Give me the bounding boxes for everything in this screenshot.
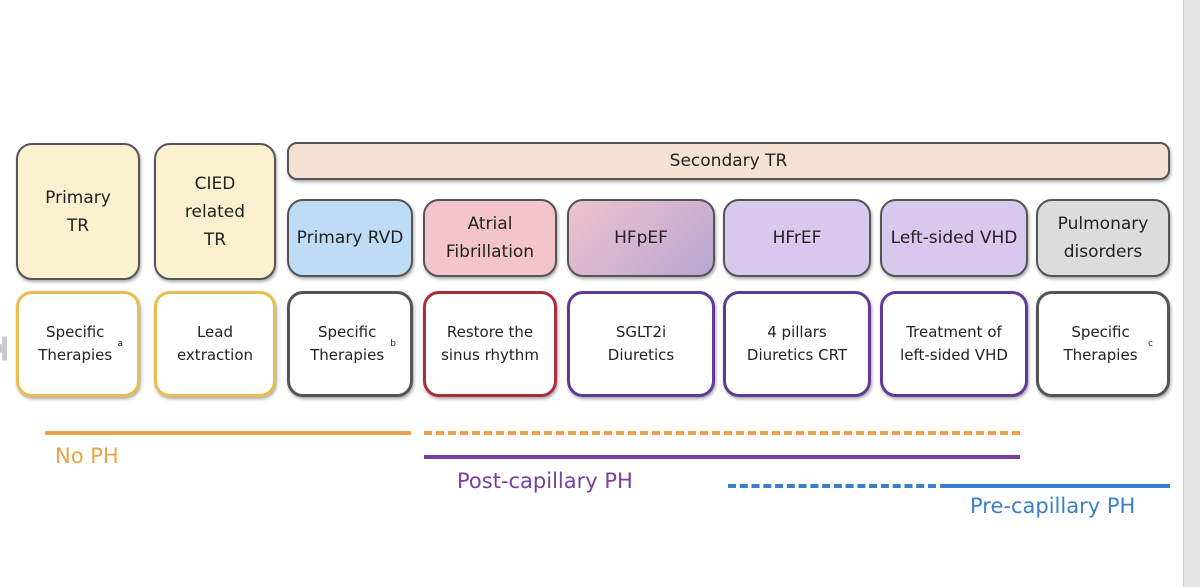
treatment-box: 4 pillars Diuretics CRT <box>723 291 871 397</box>
secondary-tr-header: Secondary TR <box>287 142 1170 180</box>
treatment-box: Treatment of left-sided VHD <box>880 291 1028 397</box>
treatment-box: Restore the sinus rhythm <box>423 291 557 397</box>
treatment-label: Lead extraction <box>176 323 254 364</box>
category-box: Primary RVD <box>287 199 413 277</box>
no-ph-line <box>45 431 411 435</box>
treatment-label: Treatment of left-sided VHD <box>900 323 1008 364</box>
footnote-marker: b <box>390 338 396 349</box>
footnote-marker: a <box>117 338 123 349</box>
category-box: Atrial Fibrillation <box>423 199 557 277</box>
treatment-box: Specific Therapies a <box>16 291 140 397</box>
treatment-label: Specific Therapies <box>1063 323 1138 364</box>
treatment-label: SGLT2i Diuretics <box>607 323 675 364</box>
treatment-box: Specific Therapies b <box>287 291 413 397</box>
no-ph-dashed-line <box>424 431 1020 435</box>
pre-capillary-dashed-line <box>728 484 936 488</box>
category-box: Pulmonary disorders <box>1036 199 1170 277</box>
category-box: CIED related TR <box>154 143 276 280</box>
treatment-box: Specific Therapies c <box>1036 291 1170 397</box>
post-capillary-label: Post-capillary PH <box>457 469 633 493</box>
watermark: Accepted Article <box>0 0 10 587</box>
category-box: Primary TR <box>16 143 140 280</box>
footnote-marker: c <box>1148 338 1153 349</box>
treatment-label: Specific Therapies <box>38 323 113 364</box>
no-ph-label: No PH <box>55 444 119 468</box>
post-capillary-line <box>424 455 1020 459</box>
category-box: Left-sided VHD <box>880 199 1028 277</box>
scrollbar[interactable] <box>1183 0 1200 587</box>
pre-capillary-line <box>940 484 1170 488</box>
treatment-box: SGLT2i Diuretics <box>567 291 715 397</box>
pre-capillary-label: Pre-capillary PH <box>970 494 1136 518</box>
treatment-label: Restore the sinus rhythm <box>441 323 539 364</box>
treatment-label: Specific Therapies <box>310 323 385 364</box>
category-box: HFrEF <box>723 199 871 277</box>
category-box: HFpEF <box>567 199 715 277</box>
treatment-box: Lead extraction <box>154 291 276 397</box>
treatment-label: 4 pillars Diuretics CRT <box>746 323 848 364</box>
